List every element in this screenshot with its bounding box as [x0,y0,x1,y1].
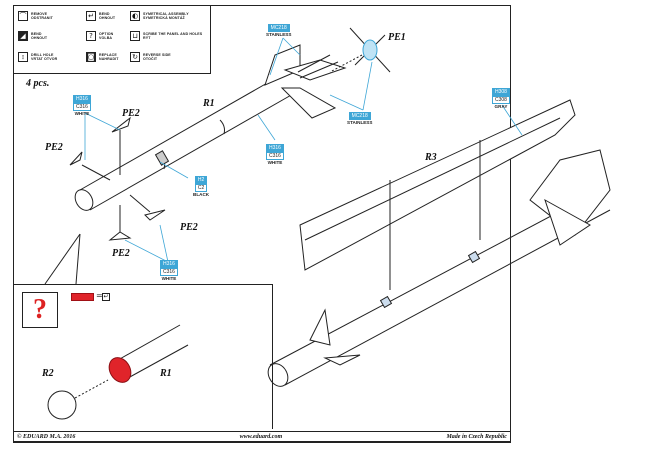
legend-label-en: BEND [99,11,110,16]
equals-sign: = [96,291,103,300]
color-leader-lines [84,37,523,263]
callout-color-name: WHITE [74,111,90,116]
callout-color-name: BLACK [193,192,210,197]
legend-label-en: SCRIBE THE PANEL AND HOLES [143,31,203,36]
callout-code: H2 [194,176,208,184]
callout-code: C316 [73,103,91,111]
legend-label-cz: OHNOUT [31,36,48,40]
callout-code: C308 [492,96,510,104]
legend-label-en: DRILL HOLE [31,52,54,57]
callout-code: H316 [160,260,178,268]
legend-label-cz: OTOČIT [143,57,158,61]
legend-label-cz: RÝT [143,36,151,40]
legend-label-en: REMOVE [31,11,48,16]
part-label-pe1: PE1 [388,32,406,43]
inset-detail-drawing [47,324,189,420]
callout-color-name: WHITE [267,160,283,165]
color-callout-gray: H308 C308 GRAY [492,88,510,109]
callout-code: C316 [266,152,284,160]
launcher-rail-r3 [299,99,576,290]
reverse-side-icon: ↻ [130,52,140,62]
option-question-mark: ? [22,292,58,328]
part-label-pe2: PE2 [180,222,198,233]
callout-color-name: STAINLESS [347,120,373,125]
remove-icon: ⌒ [18,11,28,21]
detail-inset [13,284,273,429]
part-label-pe2: PE2 [112,248,130,259]
part-label-r2: R2 [42,368,54,379]
part-label-r1-inset: R1 [160,368,172,379]
part-label-pe2: PE2 [122,108,140,119]
copyright-text: © EDUARD M.A. 2016 [17,434,76,440]
legend-label-en: REPLACE [99,52,117,57]
drill-hole-icon: ⦂ [18,52,28,62]
legend-label-en: SYMETRICAL ASSEMBLY [143,11,189,16]
option-icon: ? [86,31,96,41]
missile-lower [267,149,611,387]
color-callout-white: H316 C316 WHITE [266,144,284,165]
part-pe1-cross [329,27,391,73]
callout-color-name: STAINLESS [266,32,292,37]
legend-label-en: OPTION [99,31,114,36]
color-callout-black: H2 C2 BLACK [193,176,209,197]
legend-label-en: BEND [31,31,42,36]
replace-icon: ◙ [86,52,96,62]
color-callout-stainless: MC218 STAINLESS [266,24,291,37]
part-label-r1: R1 [203,98,215,109]
callout-code: H308 [492,88,510,96]
part-label-r3: R3 [425,152,437,163]
instruction-sheet-frame [13,5,511,442]
callout-color-name: WHITE [161,276,177,281]
bend-icon: ↵ [102,293,110,301]
color-callout-stainless: MC218 STAINLESS [347,112,372,125]
legend-label-cz: VRTAT OTVOR [31,57,58,61]
callout-code: C316 [160,268,178,276]
color-callout-white: H316 C316 WHITE [160,260,178,281]
quantity-label: 4 pcs. [26,78,50,89]
legend-label-en: REVERSE SIDE [143,52,171,57]
part-label-pe2: PE2 [45,142,63,153]
legend-label-cz: NAHRADIT [99,57,119,61]
color-callout-white: H316 C316 WHITE [73,95,91,116]
legend-label-cz: VOLBA [99,36,113,40]
bend-icon: ↵ [86,11,96,21]
scribe-icon: ⊔ [130,31,140,41]
legend-label-cz: SYMETRICKÁ MONTÁŽ [143,16,185,20]
callout-code: H316 [73,95,91,103]
red-color-key [71,293,94,301]
legend-label-cz: ODSTRANIT [31,16,53,20]
callout-code: H316 [266,144,284,152]
part-pe2-fins [69,116,166,241]
callout-color-name: GRAY [494,104,508,109]
origin-text: Made in Czech Republic [446,434,507,440]
bend-dark-icon: ◢ [18,31,28,41]
callout-code: MC218 [348,112,371,120]
symmetrical-assembly-icon: ◐ [130,11,140,21]
callout-code: MC218 [267,24,290,32]
legend-label-cz: OHNOUT [99,16,116,20]
callout-code: C2 [194,184,208,192]
missile-r1-upper [74,44,347,211]
footer-bar: © EDUARD M.A. 2016 www.eduard.com Made i… [13,431,511,443]
website-link[interactable]: www.eduard.com [239,434,283,440]
